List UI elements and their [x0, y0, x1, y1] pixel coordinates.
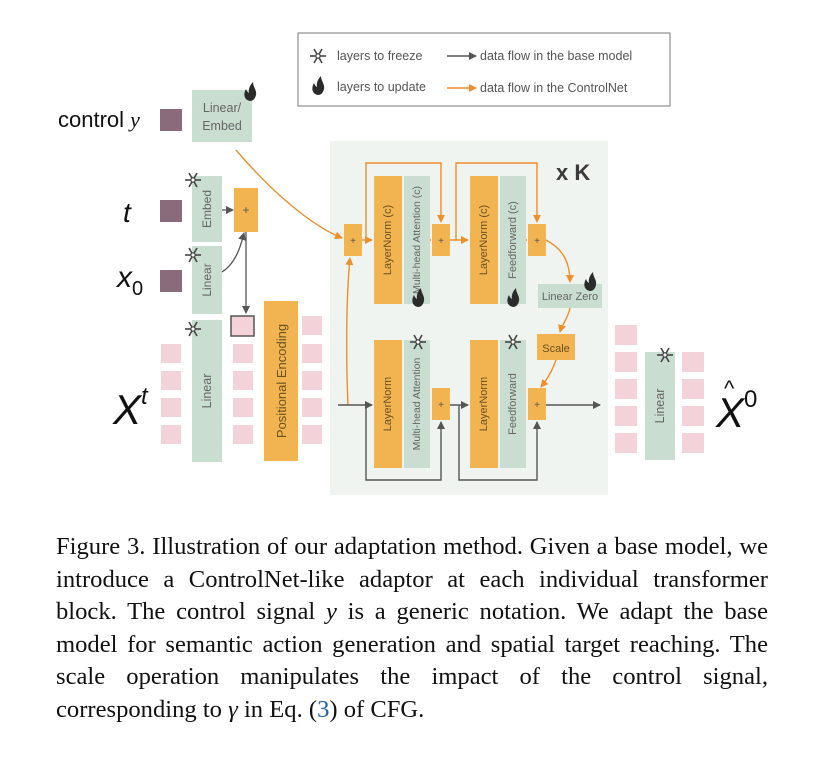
linear-x0-label: Linear [200, 263, 214, 296]
layernorm-block [374, 340, 402, 468]
flame-icon [244, 82, 257, 101]
legend-controlnet-flow-label: data flow in the ControlNet [480, 81, 628, 95]
layernorm-c2-block [470, 176, 498, 304]
svg-text:+: + [534, 236, 540, 247]
legend-update-label: layers to update [337, 80, 426, 94]
mha-c-block [404, 176, 430, 304]
output-label: X0 [715, 386, 757, 436]
legend-freeze-label: layers to freeze [337, 49, 423, 63]
output-hat: ^ [724, 376, 735, 401]
t-token [160, 200, 182, 222]
plus-node-attn [432, 388, 450, 420]
control-token [160, 109, 182, 131]
feedforward-c-label: Feedforward (c) [507, 201, 519, 279]
plus-node-ff [528, 388, 546, 420]
feedforward-c-block [500, 176, 526, 304]
scale-block [537, 334, 575, 360]
pe-token-stack [302, 316, 322, 444]
positional-encoding-label: Positional Encoding [274, 324, 289, 438]
plus-node-ff-c [528, 224, 546, 256]
svg-text:+: + [438, 236, 444, 247]
linear-out-block [645, 352, 675, 460]
output-token-stack-left [615, 325, 637, 453]
feedforward-block [500, 340, 526, 468]
adaptation-diagram: layers to freeze data flow in the base m… [58, 32, 757, 495]
linear-xt-label: Linear [200, 374, 214, 409]
linear-embed-block [192, 90, 252, 142]
svg-text:+: + [534, 400, 540, 411]
embedded-time-token [230, 315, 255, 337]
base-flow-arrows [338, 401, 601, 481]
x0-label: x0 [115, 261, 143, 300]
mha-c-label: Multi-head Attention (c) [411, 186, 423, 294]
plus-node-embed [234, 188, 258, 232]
linear-zero-label: Linear Zero [542, 291, 598, 303]
mha-block [404, 340, 430, 468]
xt-label: Xt [112, 383, 149, 433]
layernorm2-label: LayerNorm [478, 377, 490, 431]
output-token-stack-right [682, 352, 704, 453]
layernorm-c2-label: LayerNorm (c) [478, 205, 490, 275]
mha-label: Multi-head Attention [411, 357, 423, 450]
controlnet-flow-arrows [235, 149, 574, 406]
repeat-label: x K [556, 160, 590, 185]
x0-token [160, 270, 182, 292]
svg-text:+: + [438, 400, 444, 411]
layernorm-c-block [374, 176, 402, 304]
control-label: control y [58, 107, 140, 132]
positional-encoding-block [264, 301, 298, 461]
linear-out-label: Linear [653, 389, 667, 424]
linear-embed-label-1: Linear/ [203, 101, 242, 115]
feedforward-label: Feedforward [507, 373, 519, 435]
linear-embed-label-2: Embed [202, 119, 242, 133]
linear-x0-block [192, 246, 222, 314]
layernorm-c-label: LayerNorm (c) [382, 205, 394, 275]
plus-node-attn-c [432, 224, 450, 256]
scale-label: Scale [542, 343, 570, 355]
figure-caption: Figure 3. Illustration of our adaptation… [56, 533, 768, 723]
embed-label: Embed [200, 190, 214, 228]
layernorm2-block [470, 340, 498, 468]
embedded-token-stack [233, 344, 253, 444]
layernorm-label: LayerNorm [382, 377, 394, 431]
equation-reference-link[interactable]: 3 [317, 695, 330, 723]
svg-text:+: + [350, 236, 356, 247]
linear-xt-block [192, 320, 222, 462]
legend-base-flow-label: data flow in the base model [480, 49, 632, 63]
plus-node-control-input [344, 224, 362, 256]
t-label: t [123, 197, 132, 228]
xt-token-stack [161, 344, 181, 444]
svg-text:+: + [242, 203, 249, 217]
legend: layers to freeze data flow in the base m… [297, 32, 671, 107]
